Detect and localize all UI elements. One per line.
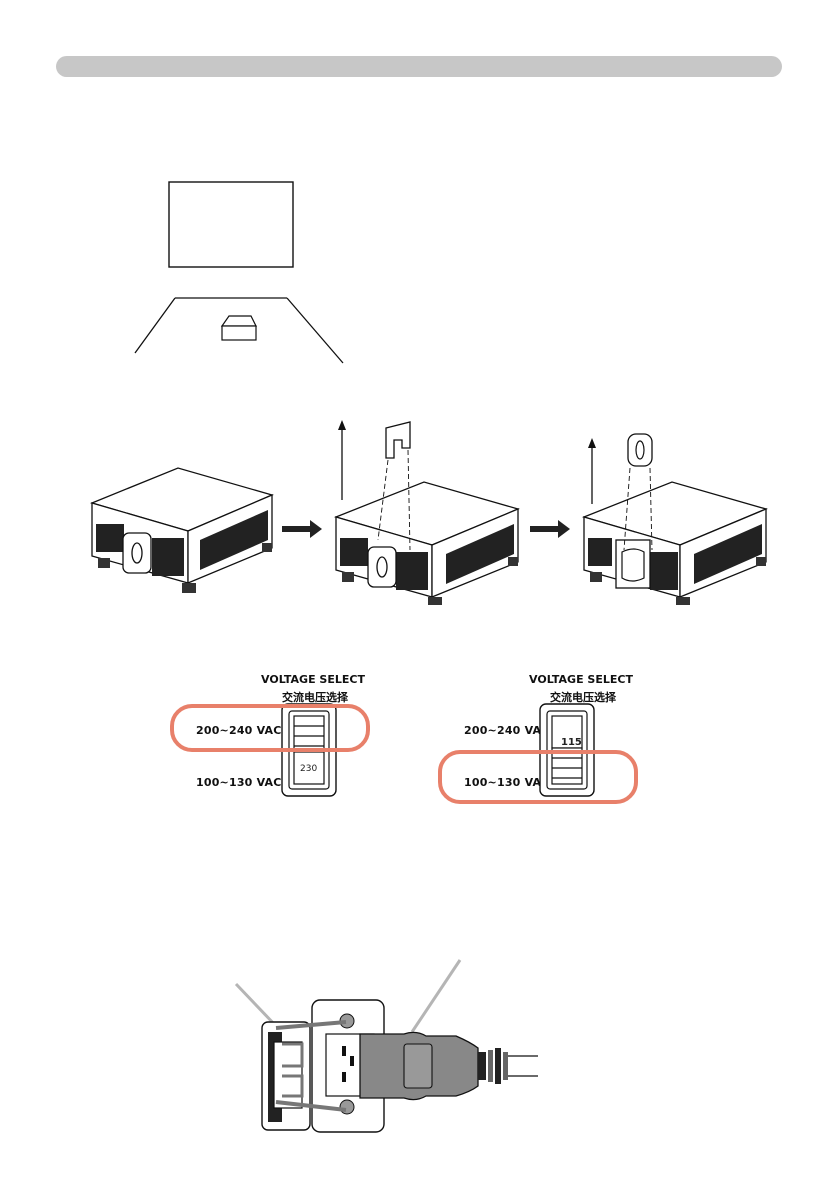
projector-box-icon xyxy=(222,316,256,340)
highlight-frame-low-2 xyxy=(440,752,636,802)
voltage-select-title-2: VOLTAGE SELECT xyxy=(518,673,644,686)
highlight-frame-high-1 xyxy=(172,706,368,750)
arrow-icon-1 xyxy=(282,520,322,538)
arrow-icon-2 xyxy=(530,520,570,538)
voltage-switch-2 xyxy=(420,690,840,810)
voltage-select-title-1: VOLTAGE SELECT xyxy=(250,673,376,686)
cover-removal-sequence xyxy=(0,400,840,610)
placement-diagram xyxy=(0,0,840,400)
voltage-switch-1 xyxy=(0,690,420,810)
projection-screen xyxy=(169,182,293,267)
screw-icon-bottom xyxy=(340,1100,354,1114)
switch-value-2: 115 xyxy=(561,737,582,748)
projector-illustration-3 xyxy=(584,434,766,605)
power-inlet-diagram xyxy=(0,950,840,1150)
projector-illustration-2 xyxy=(336,420,518,605)
projector-illustration-1 xyxy=(92,468,272,593)
switch-value-1: 230 xyxy=(300,764,317,774)
